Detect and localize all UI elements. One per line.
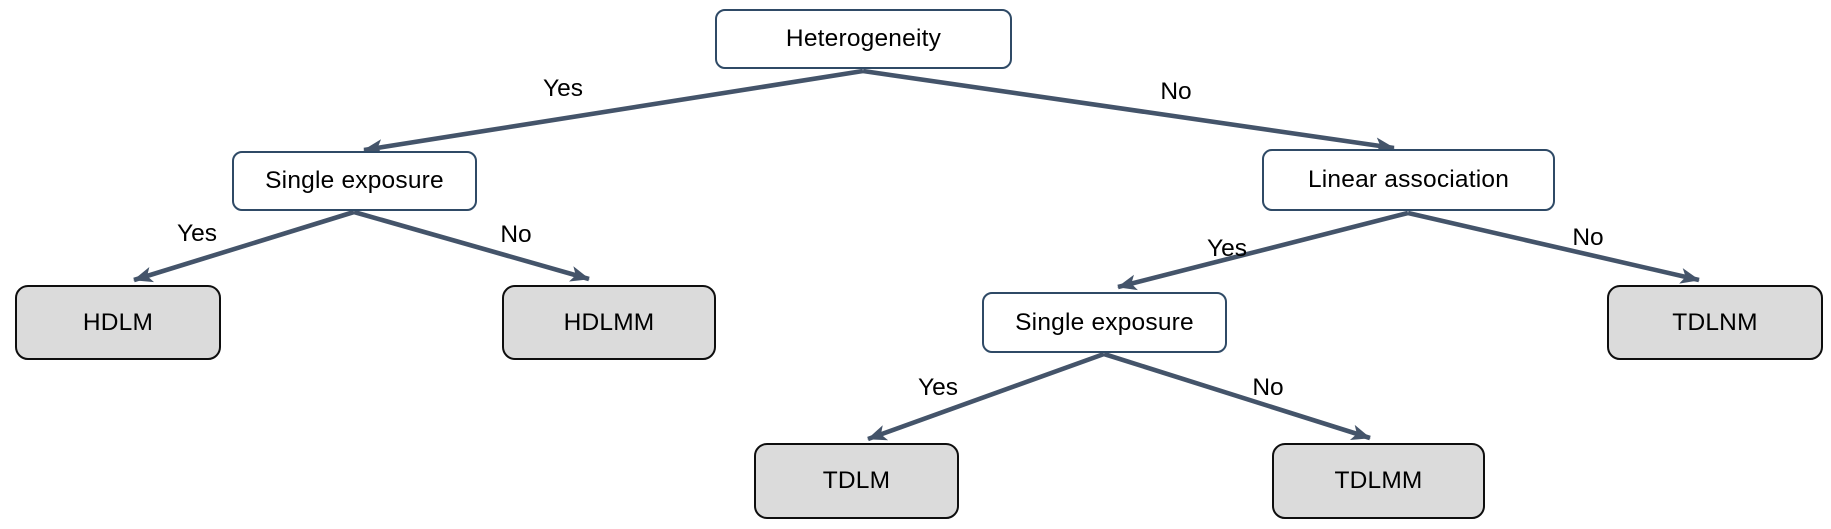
- connector-root-to-linear-association: [862, 68, 1395, 154]
- node-label: Linear association: [1307, 166, 1510, 193]
- edge-label-single-left-yes: Yes: [177, 220, 217, 247]
- edge-label-root-yes: Yes: [543, 75, 583, 102]
- edge-label-linear-no: No: [1572, 224, 1604, 251]
- connector-single-right-to-tdlm: [867, 351, 1105, 442]
- connector-single-left-to-hdlm: [133, 209, 355, 283]
- node-label: TDLM: [822, 467, 891, 494]
- node-single-exposure-left: Single exposure: [232, 151, 477, 211]
- node-tdlnm: TDLNM: [1607, 285, 1823, 360]
- node-single-exposure-right: Single exposure: [982, 292, 1227, 353]
- node-label: TDLNM: [1672, 308, 1758, 336]
- node-heterogeneity: Heterogeneity: [715, 9, 1012, 69]
- edge-label-single-left-no: No: [500, 221, 532, 248]
- node-hdlmm: HDLMM: [502, 285, 716, 360]
- edge-label-single-right-no: No: [1252, 374, 1284, 401]
- node-tdlmm: TDLMM: [1272, 443, 1485, 519]
- connector-linear-to-single-right: [1117, 210, 1409, 291]
- connector-single-left-to-hdlmm: [353, 209, 590, 282]
- connector-single-right-to-tdlmm: [1103, 351, 1371, 441]
- edge-label-linear-yes: Yes: [1207, 235, 1247, 262]
- node-label: HDLM: [82, 308, 154, 336]
- edge-label-root-no: No: [1160, 78, 1192, 105]
- node-label: Single exposure: [265, 167, 444, 194]
- node-label: Single exposure: [1015, 308, 1194, 336]
- node-label: Heterogeneity: [785, 25, 942, 52]
- node-hdlm: HDLM: [15, 285, 221, 360]
- connector-root-to-single-exposure-left: [363, 68, 864, 155]
- connector-linear-to-tdlnm: [1407, 210, 1700, 284]
- node-linear-association: Linear association: [1262, 149, 1555, 211]
- node-tdlm: TDLM: [754, 443, 959, 519]
- edge-label-single-right-yes: Yes: [918, 374, 958, 401]
- node-label: TDLMM: [1334, 467, 1423, 494]
- node-label: HDLMM: [563, 308, 655, 336]
